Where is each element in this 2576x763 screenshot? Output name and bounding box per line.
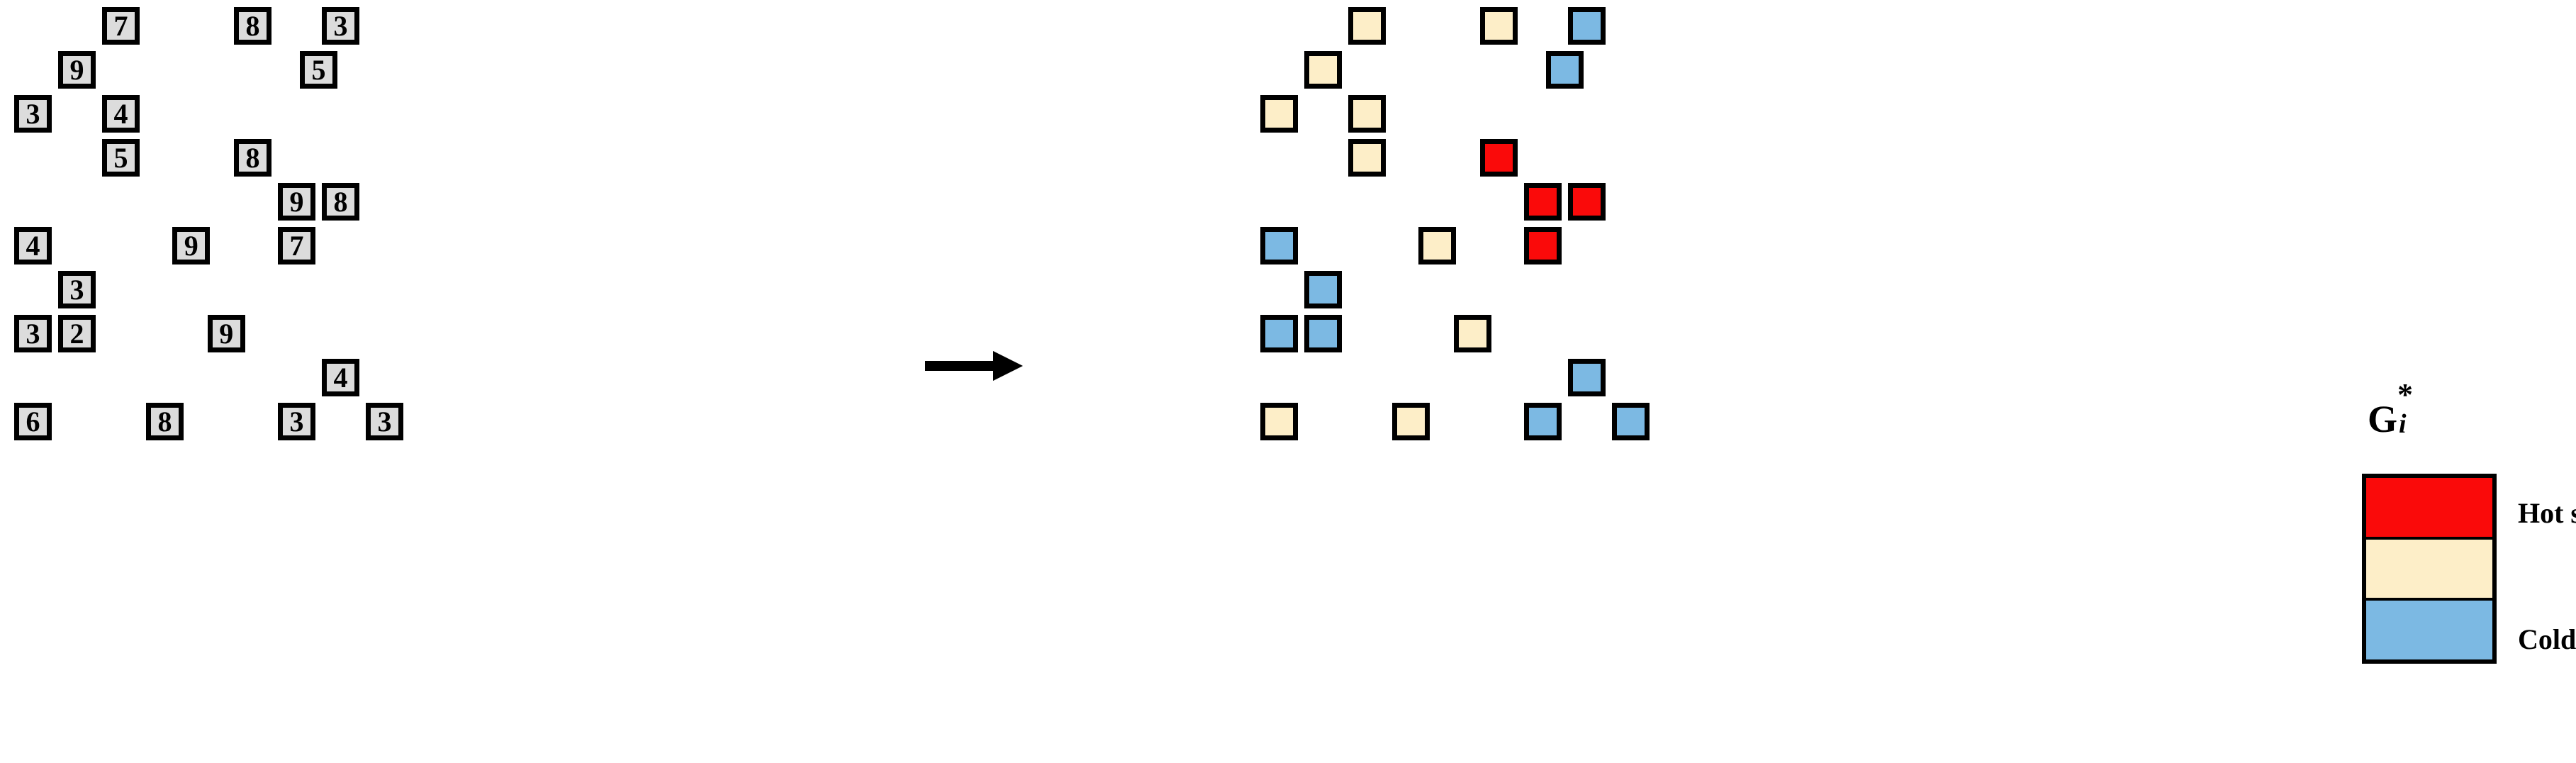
classified-cell-red <box>1480 139 1518 177</box>
classified-cell-beige <box>1348 139 1386 177</box>
classified-cell-beige <box>1348 95 1386 133</box>
value-cell: 4 <box>102 95 140 133</box>
classified-cell-beige <box>1453 315 1491 352</box>
classified-cell-beige <box>1392 403 1430 440</box>
value-cell: 6 <box>14 403 52 440</box>
legend-title-subscript: i <box>2399 409 2407 439</box>
legend-swatch-hot-spot <box>2366 478 2492 540</box>
value-cell: 4 <box>322 359 359 396</box>
classified-cell-blue <box>1304 315 1342 352</box>
classified-cell-beige <box>1260 403 1298 440</box>
value-cell: 3 <box>58 271 96 308</box>
classified-cell-blue <box>1546 51 1584 89</box>
classified-cell-blue <box>1524 403 1562 440</box>
classified-cell-blue <box>1260 315 1298 352</box>
classified-cell-beige <box>1304 51 1342 89</box>
classified-cell-blue <box>1612 403 1650 440</box>
classified-cell-beige <box>1418 227 1457 264</box>
value-cell: 9 <box>278 183 315 221</box>
legend-swatch-neutral <box>2366 539 2492 601</box>
arrow-shaft <box>925 361 996 371</box>
value-cell: 3 <box>14 95 52 133</box>
legend-title-superscript: * <box>2397 377 2414 412</box>
classified-cell-red <box>1524 227 1562 264</box>
legend-label-hot-spot: Hot spot <box>2518 497 2576 529</box>
classified-cell-blue <box>1304 271 1342 308</box>
value-cell: 8 <box>322 183 359 221</box>
value-cell: 7 <box>102 7 140 45</box>
value-cell: 7 <box>278 227 315 264</box>
value-cell: 2 <box>58 315 96 352</box>
legend-label-cold-spot: Cold spot <box>2518 623 2576 655</box>
value-cell: 8 <box>234 139 271 177</box>
classified-cell-red <box>1524 183 1562 221</box>
legend-swatch-cold-spot <box>2366 601 2492 660</box>
classified-cell-blue <box>1568 359 1606 396</box>
classified-cell-red <box>1568 183 1606 221</box>
value-cell: 8 <box>234 7 271 45</box>
transform-arrow <box>925 351 1024 381</box>
value-cell: 3 <box>366 403 403 440</box>
value-cell: 4 <box>14 227 52 264</box>
value-cell: 9 <box>172 227 211 264</box>
value-cell: 5 <box>102 139 140 177</box>
classified-cell-beige <box>1260 95 1298 133</box>
legend-title-main: G <box>2368 398 2398 440</box>
value-cell: 3 <box>278 403 315 440</box>
value-cell: 3 <box>322 7 359 45</box>
value-cell: 8 <box>146 403 184 440</box>
classified-cell-blue <box>1568 7 1606 45</box>
classified-cell-beige <box>1348 7 1386 45</box>
value-cell: 3 <box>14 315 52 352</box>
classified-cell-blue <box>1260 227 1298 264</box>
value-cell: 5 <box>300 51 337 89</box>
value-cell: 9 <box>207 315 245 352</box>
legend-title: G*i <box>2368 379 2416 441</box>
value-cell: 9 <box>58 51 96 89</box>
legend-swatch-column <box>2362 474 2497 664</box>
classified-cell-beige <box>1480 7 1518 45</box>
arrow-head <box>993 351 1023 381</box>
